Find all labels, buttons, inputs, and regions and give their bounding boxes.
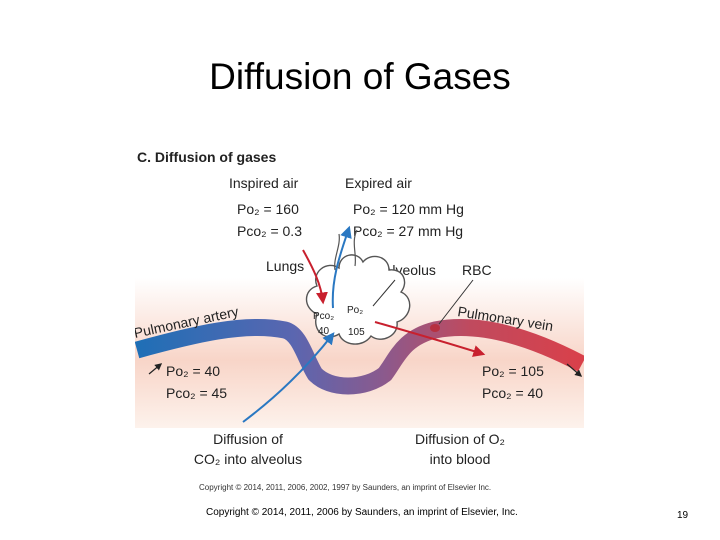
- caption-right-line2: into blood: [430, 451, 491, 467]
- diffusion-figure: C. Diffusion of gases Inspired air Po₂ =…: [135, 149, 584, 492]
- figure-copyright: Copyright © 2014, 2011, 2006, 2002, 1997…: [199, 483, 491, 492]
- alveolar-pco2-value: 40: [318, 326, 330, 337]
- slide-title: Diffusion of Gases: [209, 56, 511, 97]
- lung-airway: [334, 229, 358, 271]
- artery-po2: Po₂ = 40: [166, 363, 220, 379]
- expired-air-label: Expired air: [345, 175, 412, 191]
- rbc-label: RBC: [462, 262, 492, 278]
- expired-pco2: Pco₂ = 27 mm Hg: [353, 223, 463, 239]
- rbc-cell: [430, 324, 440, 332]
- inspired-pco2: Pco₂ = 0.3: [237, 223, 302, 239]
- alveolar-po2-value: 105: [348, 327, 365, 338]
- vein-flow-arrow: [566, 363, 583, 377]
- artery-flow-arrow: [148, 363, 163, 375]
- alveolus-pointer: [372, 279, 396, 307]
- inspired-air-arrow: [302, 249, 328, 305]
- caption-left-line2: CO₂ into alveolus: [194, 451, 302, 467]
- pulmonary-vessel: [135, 318, 584, 395]
- vein-po2: Po₂ = 105: [482, 363, 544, 379]
- alveolar-po2-label: Po₂: [347, 305, 363, 316]
- artery-pco2: Pco₂ = 45: [166, 385, 227, 401]
- lungs-label: Lungs: [266, 258, 304, 274]
- o2-diffusion-arrow: [374, 321, 486, 357]
- vein-pco2: Pco₂ = 40: [482, 385, 543, 401]
- page-number: 19: [677, 510, 689, 521]
- expired-po2: Po₂ = 120 mm Hg: [353, 201, 464, 217]
- alveolus-shape: [305, 254, 411, 345]
- expired-air-arrow: [331, 225, 352, 309]
- inspired-air-label: Inspired air: [229, 175, 299, 191]
- co2-diffusion-arrow: [242, 332, 335, 423]
- slide-footer: Copyright © 2014, 2011, 2006 by Saunders…: [206, 507, 518, 518]
- panel-title: C. Diffusion of gases: [137, 149, 276, 165]
- caption-left-line1: Diffusion of: [213, 431, 283, 447]
- rbc-pointer: [438, 279, 474, 325]
- caption-right-line1: Diffusion of O₂: [415, 431, 505, 447]
- inspired-po2: Po₂ = 160: [237, 201, 299, 217]
- alveolar-pco2-label: Pco₂: [313, 311, 334, 322]
